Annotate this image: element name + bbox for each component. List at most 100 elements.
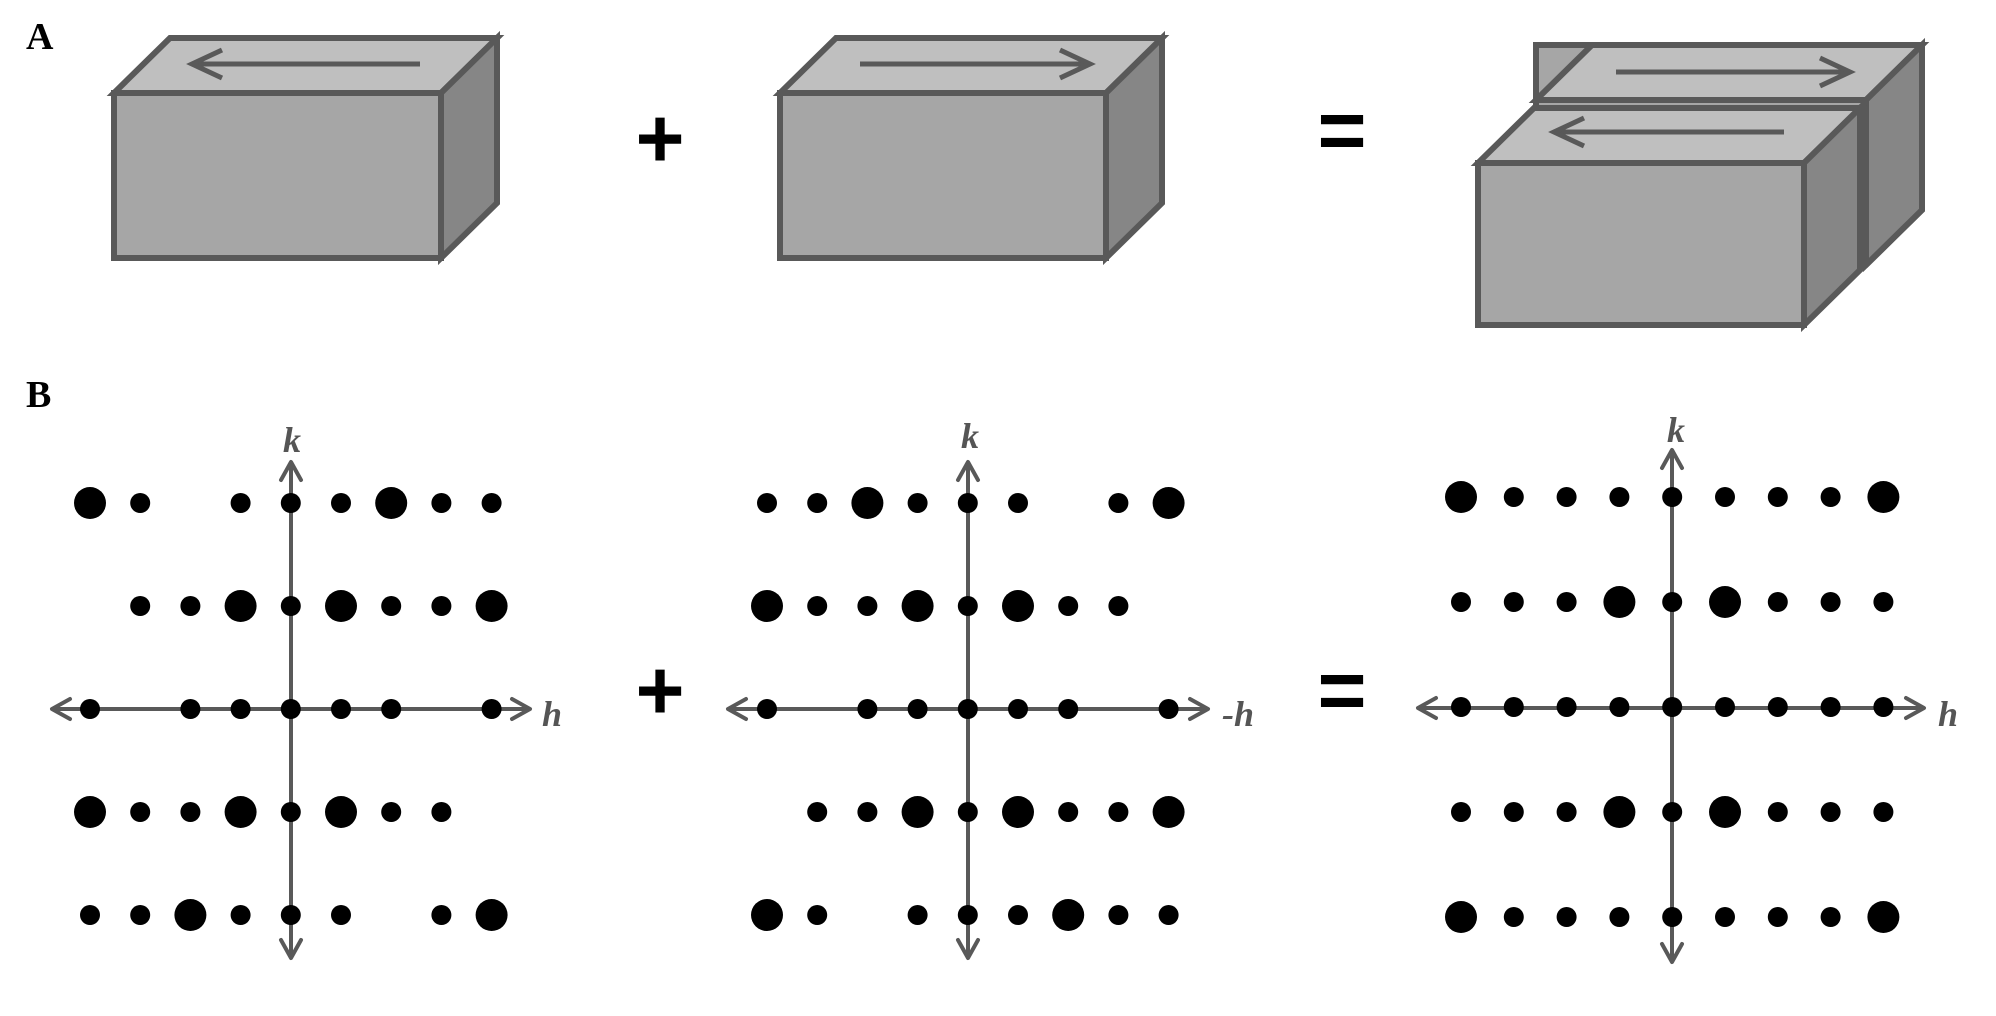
weak-reflection-spot	[807, 596, 828, 616]
h-axis-label: h	[541, 694, 563, 734]
weak-reflection-spot	[1873, 592, 1894, 612]
weak-reflection-spot	[857, 699, 878, 719]
weak-reflection-spot	[1662, 697, 1683, 717]
arrow-right-icon	[1616, 55, 1856, 89]
weak-reflection-spot	[180, 596, 201, 616]
domain-box-left-arrow	[106, 30, 505, 266]
h-axis-label: h	[1937, 694, 1959, 734]
weak-reflection-spot	[280, 802, 301, 822]
weak-reflection-spot	[331, 699, 351, 719]
strong-reflection-spot	[1445, 901, 1477, 933]
weak-reflection-spot	[1767, 907, 1788, 927]
weak-reflection-spot	[1873, 697, 1894, 717]
weak-reflection-spot	[807, 905, 828, 925]
weak-reflection-spot	[381, 699, 402, 719]
weak-reflection-spot	[1767, 697, 1788, 717]
weak-reflection-spot	[1820, 907, 1841, 927]
weak-reflection-spot	[180, 699, 201, 719]
weak-reflection-spot	[1008, 905, 1028, 925]
strong-reflection-spot	[174, 899, 207, 931]
weak-reflection-spot	[1662, 487, 1683, 507]
axis-arrowhead	[50, 697, 72, 721]
axis-arrowhead	[279, 460, 303, 482]
weak-reflection-spot	[1715, 697, 1735, 717]
weak-reflection-spot	[1609, 907, 1630, 927]
weak-reflection-spot	[1108, 596, 1129, 616]
domain-box-right-arrow	[772, 30, 1170, 266]
weak-reflection-spot	[1662, 907, 1683, 927]
axis-arrowhead	[956, 938, 980, 960]
strong-reflection-spot	[1002, 590, 1034, 622]
weak-reflection-spot	[1108, 493, 1129, 513]
strong-reflection-spot	[1152, 487, 1185, 519]
axis-arrowhead	[1660, 942, 1684, 964]
plus-operator: +	[635, 91, 685, 185]
weak-reflection-spot	[280, 596, 301, 616]
diffraction-pattern-3	[1416, 448, 1926, 964]
weak-reflection-spot	[857, 596, 878, 616]
strong-reflection-spot	[901, 796, 934, 828]
weak-reflection-spot	[1158, 905, 1179, 925]
weak-reflection-spot	[907, 699, 928, 719]
weak-reflection-spot	[1503, 907, 1524, 927]
weak-reflection-spot	[1873, 802, 1894, 822]
panel-label-a: A	[26, 16, 54, 58]
weak-reflection-spot	[1451, 802, 1471, 822]
arrow-left-icon	[186, 47, 420, 81]
panel-label-b: B	[26, 374, 52, 416]
weak-reflection-spot	[331, 905, 351, 925]
strong-reflection-spot	[1152, 796, 1185, 828]
axis-arrowhead	[279, 938, 303, 960]
weak-reflection-spot	[431, 802, 452, 822]
weak-reflection-spot	[130, 802, 151, 822]
weak-reflection-spot	[230, 905, 251, 925]
weak-reflection-spot	[80, 905, 100, 925]
weak-reflection-spot	[230, 699, 251, 719]
weak-reflection-spot	[1609, 697, 1630, 717]
equals-operator: =	[1317, 83, 1367, 177]
weak-reflection-spot	[807, 493, 828, 513]
weak-reflection-spot	[1108, 905, 1129, 925]
weak-reflection-spot	[331, 493, 351, 513]
weak-reflection-spot	[1503, 592, 1524, 612]
weak-reflection-spot	[957, 802, 978, 822]
weak-reflection-spot	[957, 905, 978, 925]
weak-reflection-spot	[857, 802, 878, 822]
weak-reflection-spot	[1767, 487, 1788, 507]
weak-reflection-spot	[957, 596, 978, 616]
weak-reflection-spot	[481, 493, 502, 513]
weak-reflection-spot	[1820, 487, 1841, 507]
strong-reflection-spot	[851, 487, 884, 519]
weak-reflection-spot	[1767, 802, 1788, 822]
weak-reflection-spot	[1662, 802, 1683, 822]
weak-reflection-spot	[1058, 802, 1079, 822]
arrow-right-icon	[860, 47, 1096, 81]
strong-reflection-spot	[325, 590, 357, 622]
weak-reflection-spot	[1820, 697, 1841, 717]
weak-reflection-spot	[1556, 907, 1577, 927]
axis-arrowhead	[726, 697, 748, 721]
weak-reflection-spot	[130, 905, 151, 925]
weak-reflection-spot	[180, 802, 201, 822]
weak-reflection-spot	[381, 802, 402, 822]
weak-reflection-spot	[1058, 699, 1079, 719]
weak-reflection-spot	[1008, 699, 1028, 719]
weak-reflection-spot	[757, 493, 777, 513]
weak-reflection-spot	[280, 699, 301, 719]
strong-reflection-spot	[224, 590, 257, 622]
strong-reflection-spot	[1445, 481, 1477, 513]
diffraction-pattern-2	[726, 460, 1210, 960]
weak-reflection-spot	[1715, 907, 1735, 927]
axis-arrowhead	[1660, 448, 1684, 470]
strong-reflection-spot	[901, 590, 934, 622]
strong-reflection-spot	[1867, 901, 1900, 933]
weak-reflection-spot	[1556, 802, 1577, 822]
strong-reflection-spot	[1052, 899, 1085, 931]
weak-reflection-spot	[80, 699, 100, 719]
strong-reflection-spot	[475, 899, 508, 931]
weak-reflection-spot	[957, 699, 978, 719]
weak-reflection-spot	[1503, 802, 1524, 822]
k-axis-label: k	[961, 416, 979, 456]
weak-reflection-spot	[1609, 487, 1630, 507]
strong-reflection-spot	[751, 899, 783, 931]
